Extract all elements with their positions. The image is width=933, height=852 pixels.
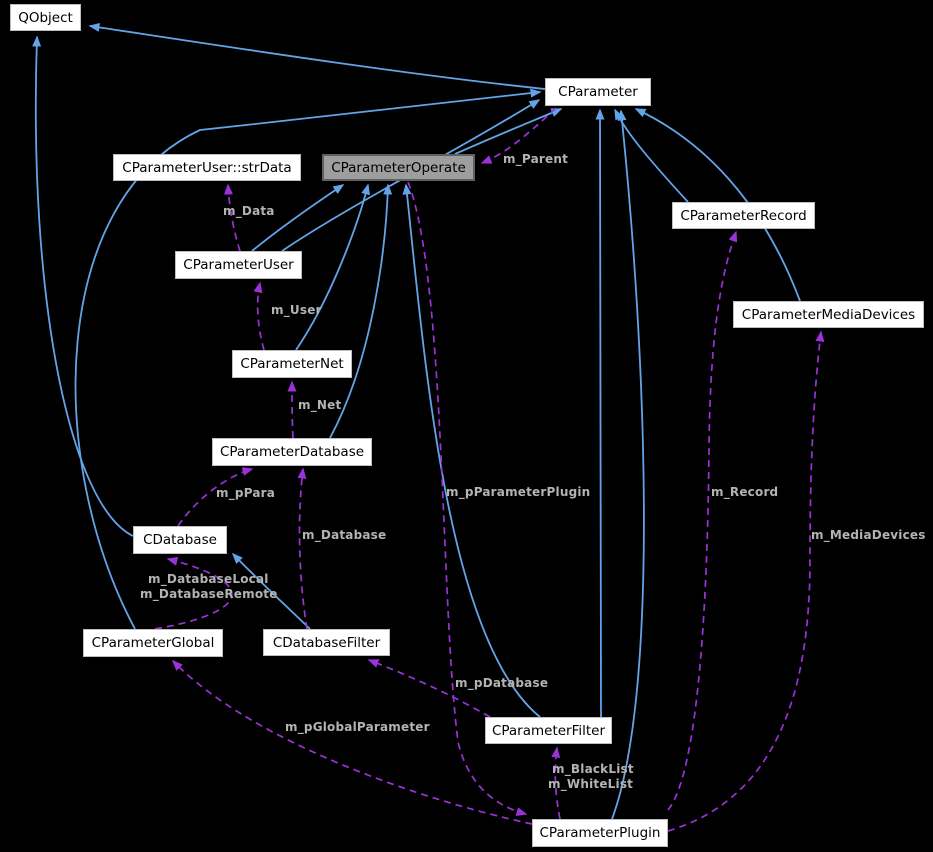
node-cparametermediadevices[interactable]: CParameterMediaDevices	[733, 301, 924, 328]
inheritance-edges	[32, 22, 801, 820]
edge-label-m-parent: m_Parent	[503, 152, 569, 166]
edge-label-m-ppara: m_pPara	[216, 486, 276, 500]
edge-label-m-pparameterplugin: m_pParameterPlugin	[446, 485, 591, 499]
edge-label-m-user: m_User	[271, 303, 322, 317]
node-cdatabasefilter[interactable]: CDatabaseFilter	[263, 629, 390, 656]
node-cparameteruser-strdata[interactable]: CParameterUser::strData	[113, 154, 301, 181]
node-cparameternet[interactable]: CParameterNet	[232, 350, 352, 378]
edge-label-m-pglobalparameter: m_pGlobalParameter	[285, 720, 430, 734]
node-cparameteroperate[interactable]: CParameterOperate	[322, 154, 475, 181]
edge-label-m-database: m_Database	[302, 528, 387, 542]
node-qobject[interactable]: QObject	[10, 4, 81, 31]
edge-label-m-data: m_Data	[223, 204, 275, 218]
node-cparameter[interactable]: CParameter	[545, 78, 651, 106]
edge-label-m-databaselocal: m_DatabaseLocal	[148, 572, 269, 586]
edge-label-m-mediadevices: m_MediaDevices	[811, 528, 926, 542]
node-cparameterdatabase[interactable]: CParameterDatabase	[212, 438, 372, 466]
edge-label-m-pdatabase: m_pDatabase	[455, 676, 549, 690]
node-cdatabase[interactable]: CDatabase	[133, 526, 227, 554]
usage-edges	[154, 107, 825, 832]
edge-label-m-blacklist: m_BlackList	[552, 762, 634, 776]
edge-label-m-whitelist: m_WhiteList	[548, 777, 634, 791]
node-cparameterglobal[interactable]: CParameterGlobal	[83, 629, 223, 657]
node-cparameterfilter[interactable]: CParameterFilter	[485, 717, 612, 744]
edge-label-m-record: m_Record	[711, 485, 779, 499]
node-cparameterplugin[interactable]: CParameterPlugin	[532, 819, 668, 847]
edge-label-m-databaseremote: m_DatabaseRemote	[140, 587, 278, 601]
node-cparameteruser[interactable]: CParameterUser	[175, 251, 302, 279]
edge-label-m-net: m_Net	[298, 398, 342, 412]
node-cparameterrecord[interactable]: CParameterRecord	[672, 202, 815, 229]
